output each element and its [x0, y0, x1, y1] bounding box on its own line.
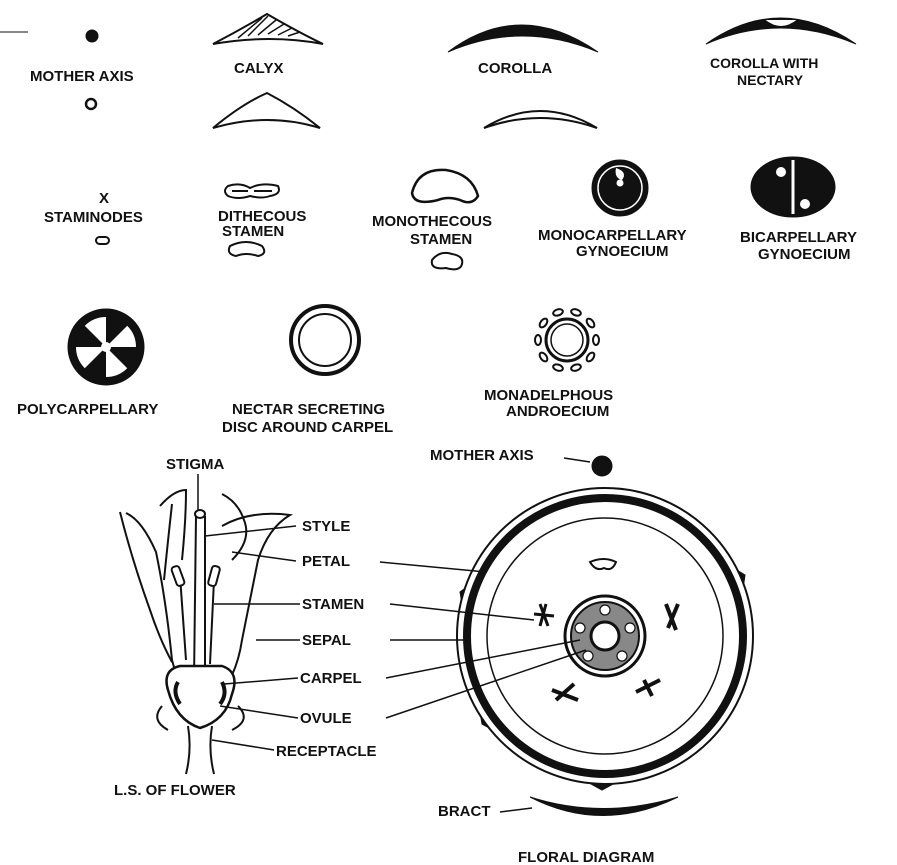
label-monothecous-2: STAMEN — [410, 231, 472, 248]
monadelphous-symbol — [535, 308, 599, 372]
monadelphous-anther — [552, 363, 563, 372]
monadelphous-anther — [535, 335, 541, 345]
label-polycarpellary: POLYCARPELLARY — [17, 401, 158, 418]
monadelphous-anther — [570, 363, 581, 372]
label-calyx: CALYX — [234, 60, 283, 77]
label-stigma: STIGMA — [166, 456, 224, 473]
monothecous-stamen-symbol — [412, 170, 478, 202]
label-monothecous-1: MONOTHECOUS — [372, 213, 492, 230]
label-floral-mother-axis: MOTHER AXIS — [430, 447, 534, 464]
corolla-nectary-symbol — [706, 18, 856, 44]
monadelphous-anther — [552, 308, 563, 317]
dithecous-stamen-symbol — [225, 184, 279, 198]
label-nectar-disc-2: DISC AROUND CARPEL — [222, 419, 393, 436]
label-sepal: SEPAL — [302, 632, 351, 649]
staminode-symbol — [96, 237, 109, 244]
label-monocarpellary-2: GYNOECIUM — [576, 243, 669, 260]
bicarpellary-symbol — [751, 157, 835, 217]
label-corolla-nectary-2: NECTARY — [737, 72, 804, 88]
polycarpellary-symbol — [68, 309, 144, 385]
monadelphous-anther — [570, 308, 581, 317]
staminode-x-mark: X — [99, 190, 109, 207]
monadelphous-anther — [585, 351, 596, 363]
label-mother-axis: MOTHER AXIS — [30, 68, 134, 85]
label-bicarpellary-1: BICARPELLARY — [740, 229, 857, 246]
label-petal: PETAL — [302, 553, 350, 570]
label-bract: BRACT — [438, 803, 491, 820]
monadelphous-anther — [538, 351, 549, 363]
label-corolla: COROLLA — [478, 60, 552, 77]
caption-floral-diagram: FLORAL DIAGRAM — [518, 849, 654, 865]
label-monocarpellary-1: MONOCARPELLARY — [538, 227, 687, 244]
label-receptacle: RECEPTACLE — [276, 743, 377, 760]
label-bicarpellary-2: GYNOECIUM — [758, 246, 851, 263]
label-staminodes: STAMINODES — [44, 209, 143, 226]
monadelphous-anther — [593, 335, 599, 345]
label-corolla-nectary-1: COROLLA WITH — [710, 55, 818, 71]
dithecous-stamen-small — [229, 242, 264, 256]
monocarpellary-symbol — [592, 160, 648, 216]
label-carpel: CARPEL — [300, 670, 362, 687]
monadelphous-anther — [538, 317, 549, 329]
label-dithecous-2: STAMEN — [222, 223, 284, 240]
label-monadelphous-1: MONADELPHOUS — [484, 387, 613, 404]
calyx-hatched-symbol — [213, 14, 323, 44]
floral-bract — [530, 797, 678, 816]
label-nectar-disc-1: NECTAR SECRETING — [232, 401, 385, 418]
label-monadelphous-2: ANDROECIUM — [506, 403, 609, 420]
label-style: STYLE — [302, 518, 350, 535]
label-ovule: OVULE — [300, 710, 352, 727]
corolla-filled-symbol — [448, 25, 598, 52]
mother-axis-open-symbol — [86, 99, 96, 109]
calyx-open-symbol — [213, 93, 320, 128]
mother-axis-filled-symbol — [86, 30, 98, 42]
monothecous-stamen-small — [432, 253, 463, 269]
corolla-open-symbol — [484, 111, 597, 128]
nectar-disc-symbol — [291, 306, 359, 374]
caption-ls-of-flower: L.S. OF FLOWER — [114, 782, 236, 799]
flower-longitudinal-section — [120, 490, 290, 774]
label-stamen: STAMEN — [302, 596, 364, 613]
floral-diagram — [457, 456, 753, 816]
floral-mother-axis-dot — [592, 456, 612, 476]
monadelphous-anther — [585, 317, 596, 329]
